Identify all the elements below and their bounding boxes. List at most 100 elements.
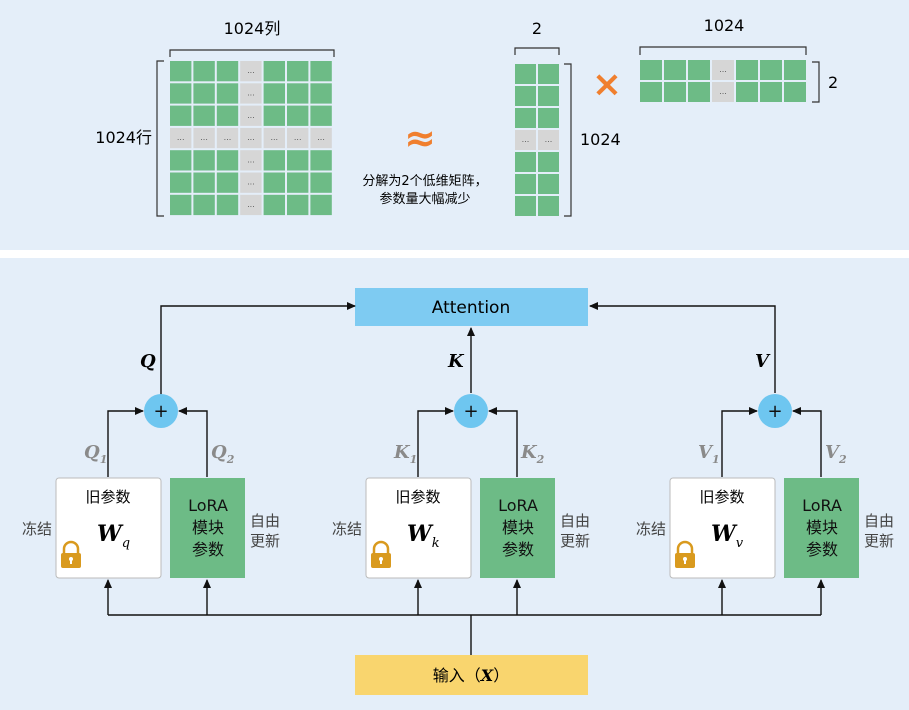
old-to-plus (107, 407, 144, 477)
lora-label-line: LoRA (498, 496, 538, 515)
matrix-b-cell (736, 82, 758, 102)
big-matrix-cell (216, 127, 239, 149)
approx-symbol: ≈ (404, 116, 436, 160)
matrix-a-cell (538, 86, 559, 106)
lora-label-line: 模块 (192, 518, 224, 537)
lock-icon (371, 540, 391, 568)
matrix-a-cell (515, 108, 536, 128)
big-matrix-ellipsis: ... (294, 133, 302, 142)
big-matrix-cell (287, 150, 309, 171)
big-matrix-ellipsis: ... (177, 133, 185, 142)
matrix-decomposition-panel (0, 0, 909, 250)
free-update-label: 更新 (250, 532, 280, 550)
output-label-q: Q (140, 351, 156, 372)
matrix-b: ...... (640, 60, 806, 102)
big-matrix-cell (240, 83, 262, 104)
big-matrix-cell (240, 150, 262, 171)
times-symbol: × (592, 64, 622, 105)
matrix-a-cell (515, 152, 536, 172)
big-matrix-cell (216, 172, 239, 193)
big-matrix-cell (193, 105, 215, 126)
matrix-a-height-brace (564, 63, 572, 217)
big-matrix-ellipsis: ... (270, 133, 278, 142)
old-params-box (669, 477, 776, 579)
lock-icon (61, 540, 81, 568)
input-label: 输入（X） (433, 666, 509, 685)
input-box (355, 655, 588, 695)
lora-label-line: 模块 (806, 518, 838, 537)
frozen-label: 冻结 (22, 520, 52, 538)
caption-line1: 分解为2个低维矩阵， (362, 174, 487, 189)
big-matrix-cell (216, 150, 239, 171)
big-matrix-cell (287, 105, 309, 126)
matrix-a-cell (515, 64, 536, 84)
old-to-plus (721, 407, 758, 477)
big-matrix-cell (310, 105, 332, 126)
big-matrix-cell (216, 105, 239, 126)
big-matrix-cell (310, 61, 332, 82)
lora-label-line: LoRA (188, 496, 228, 515)
big-matrix-cell (170, 61, 192, 82)
matrix-a-cell (538, 174, 559, 194)
big-matrix-cell (216, 61, 239, 82)
big-matrix-cell (170, 172, 192, 193)
big-matrix-cell (263, 83, 285, 104)
big-matrix-cell (287, 172, 309, 193)
matrix-a-ellipsis: ... (545, 135, 553, 144)
matrix-b-cell (664, 60, 686, 80)
big-matrix-cell (263, 105, 285, 126)
big-matrix-cell (310, 194, 332, 216)
big-matrix-cell (193, 127, 215, 149)
cols-brace (169, 49, 335, 57)
matrix-b-ellipsis: ... (719, 65, 727, 74)
big-matrix-cell (170, 105, 192, 126)
big-matrix-cell (287, 83, 309, 104)
matrix-a-cell (515, 196, 536, 216)
q-to-attention (160, 302, 356, 406)
big-matrix-cell (170, 150, 192, 171)
big-matrix-cell (310, 83, 332, 104)
big-matrix-ellipsis: ... (247, 155, 255, 164)
lora-box (480, 478, 555, 578)
matrix-b-ellipsis: ... (719, 87, 727, 96)
old-to-plus (417, 407, 454, 477)
big-matrix-cell (170, 83, 192, 104)
big-matrix-cell (240, 105, 262, 126)
big-matrix-cell (310, 127, 332, 149)
lora-label-line: 参数 (806, 540, 838, 559)
frozen-label: 冻结 (636, 520, 666, 538)
output-label-v: V (755, 351, 771, 372)
plus-circle (454, 394, 488, 428)
big-matrix-cell (310, 150, 332, 171)
matrix-a-cell (515, 174, 536, 194)
big-matrix-cell (193, 61, 215, 82)
big-matrix-cell (193, 172, 215, 193)
matrix-a-ellipsis: ... (522, 135, 530, 144)
matrix-b-width-brace (639, 46, 807, 55)
big-matrix-cell (263, 150, 285, 171)
attention-label: Attention (432, 298, 510, 318)
free-update-label: 自由 (864, 512, 894, 530)
matrix-b-height-brace (812, 61, 820, 103)
matrix-a-width-brace (514, 47, 560, 55)
big-matrix-cell (193, 194, 215, 216)
lora-to-plus (178, 407, 208, 477)
lora-box (784, 478, 859, 578)
big-matrix-cell (216, 83, 239, 104)
big-matrix-ellipsis: ... (247, 178, 255, 187)
big-matrix-cell (263, 127, 285, 149)
old-output-label: Q1 (84, 442, 107, 466)
weight-label: Wv (711, 521, 744, 551)
free-update-label: 更新 (864, 532, 894, 550)
matrix-a-cell (515, 130, 536, 150)
lora-output-label: K2 (520, 442, 545, 466)
matrix-a-height-label: 1024 (580, 130, 621, 149)
big-matrix-cell (240, 61, 262, 82)
big-matrix-cell (263, 172, 285, 193)
plus-circle (758, 394, 792, 428)
attention-box (355, 288, 588, 326)
weight-label: Wk (407, 521, 440, 551)
matrix-b-cell (712, 82, 734, 102)
lora-output-label: V2 (825, 442, 847, 466)
matrix-b-cell (688, 60, 710, 80)
